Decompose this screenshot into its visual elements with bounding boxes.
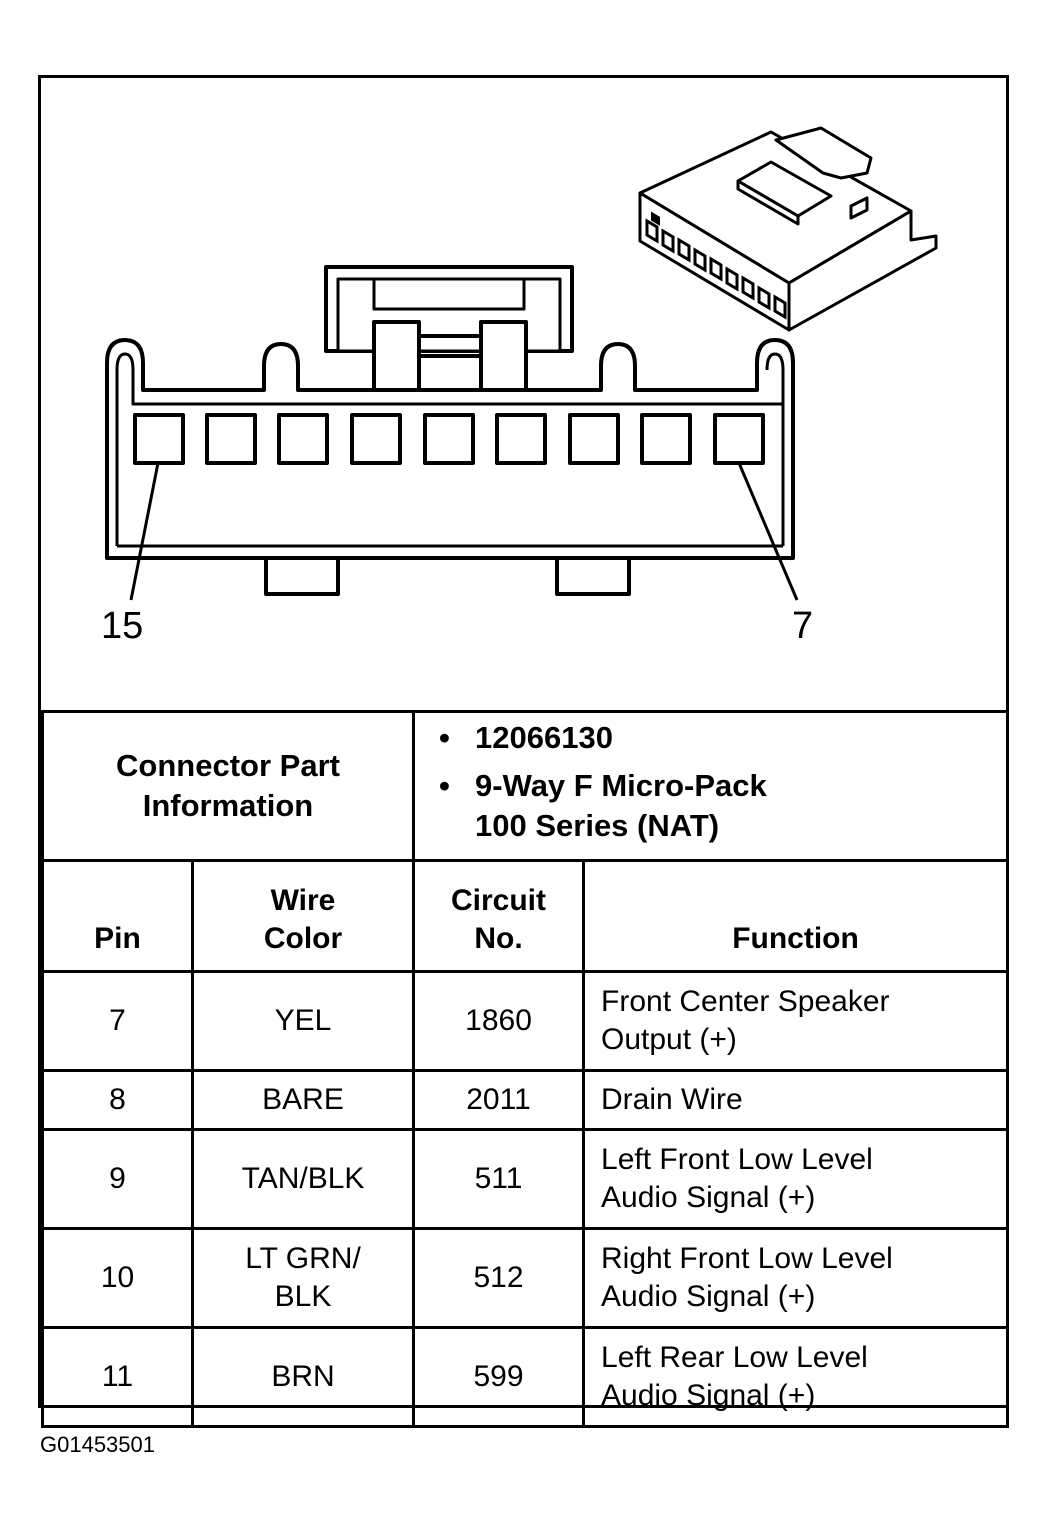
cell-circuit: 1860: [412, 970, 586, 1072]
info-label-line: Information: [142, 788, 314, 823]
cell-function: Left Rear Low Level Audio Signal (+): [582, 1326, 1010, 1428]
pin-label-left: 15: [101, 605, 144, 647]
cell-function: Front Center Speaker Output (+): [582, 970, 1010, 1072]
cell-circuit: 511: [412, 1128, 586, 1230]
cell-pin: 8: [41, 1069, 194, 1131]
info-item-text: 100 Series (NAT): [475, 808, 720, 843]
header-circuit-no: Circuit No.: [412, 859, 586, 973]
connector-face-view: [105, 265, 795, 596]
header-wire-color: Wire Color: [190, 859, 416, 973]
info-item: • 12066130: [439, 718, 1006, 758]
cell-wire-color: TAN/BLK: [190, 1128, 416, 1230]
table-row: 11 BRN 599 Left Rear Low Level Audio Sig…: [41, 1326, 1010, 1428]
bullet-icon: •: [439, 720, 450, 755]
figure-frame: 15 7 Connector Part Information • 120661…: [38, 75, 1010, 1428]
table-header-row: Pin Wire Color Circuit No. Function: [41, 859, 1010, 973]
cell-pin: 9: [41, 1128, 194, 1230]
cell-wire-color: YEL: [190, 970, 416, 1072]
connector-part-info-row: Connector Part Information • 12066130 • …: [40, 710, 1010, 862]
table-row: 9 TAN/BLK 511 Left Front Low Level Audio…: [41, 1128, 1010, 1230]
table-row: 7 YEL 1860 Front Center Speaker Output (…: [41, 970, 1010, 1072]
pin-leader-lines: [129, 462, 799, 601]
cell-function: Left Front Low Level Audio Signal (+): [582, 1128, 1010, 1230]
info-item-text: 12066130: [475, 720, 613, 755]
table-row: 8 BARE 2011 Drain Wire: [41, 1069, 1010, 1131]
connector-part-info-list: • 12066130 • 9-Way F Micro-Pack 100 Seri…: [412, 710, 1010, 862]
header-function: Function: [582, 859, 1010, 973]
connector-cavities-iso: [645, 218, 787, 320]
cell-circuit: 2011: [412, 1069, 586, 1131]
connector-diagram: [105, 126, 938, 601]
info-label-line: Connector Part: [116, 748, 340, 783]
cell-function: Drain Wire: [582, 1069, 1010, 1131]
cell-circuit: 599: [412, 1326, 586, 1428]
figure-id: G01453501: [40, 1432, 155, 1457]
cell-pin: 7: [41, 970, 194, 1072]
bullet-icon: •: [439, 768, 450, 803]
cell-wire-color: LT GRN/ BLK: [190, 1227, 416, 1329]
cell-circuit: 512: [412, 1227, 586, 1329]
info-item-text: 9-Way F Micro-Pack: [475, 768, 767, 803]
connector-table: Connector Part Information • 12066130 • …: [40, 710, 1010, 1428]
pin-label-right: 7: [792, 605, 814, 647]
info-item: • 9-Way F Micro-Pack 100 Series (NAT): [439, 766, 1006, 846]
cell-pin: 10: [41, 1227, 194, 1329]
table-row: 10 LT GRN/ BLK 512 Right Front Low Level…: [41, 1227, 1010, 1329]
header-pin: Pin: [41, 859, 194, 973]
cell-wire-color: BRN: [190, 1326, 416, 1428]
cell-pin: 11: [41, 1326, 194, 1428]
connector-part-info-label: Connector Part Information: [40, 710, 416, 862]
cell-wire-color: BARE: [190, 1069, 416, 1131]
connector-isometric-view: [638, 126, 938, 332]
cell-function: Right Front Low Level Audio Signal (+): [582, 1227, 1010, 1329]
